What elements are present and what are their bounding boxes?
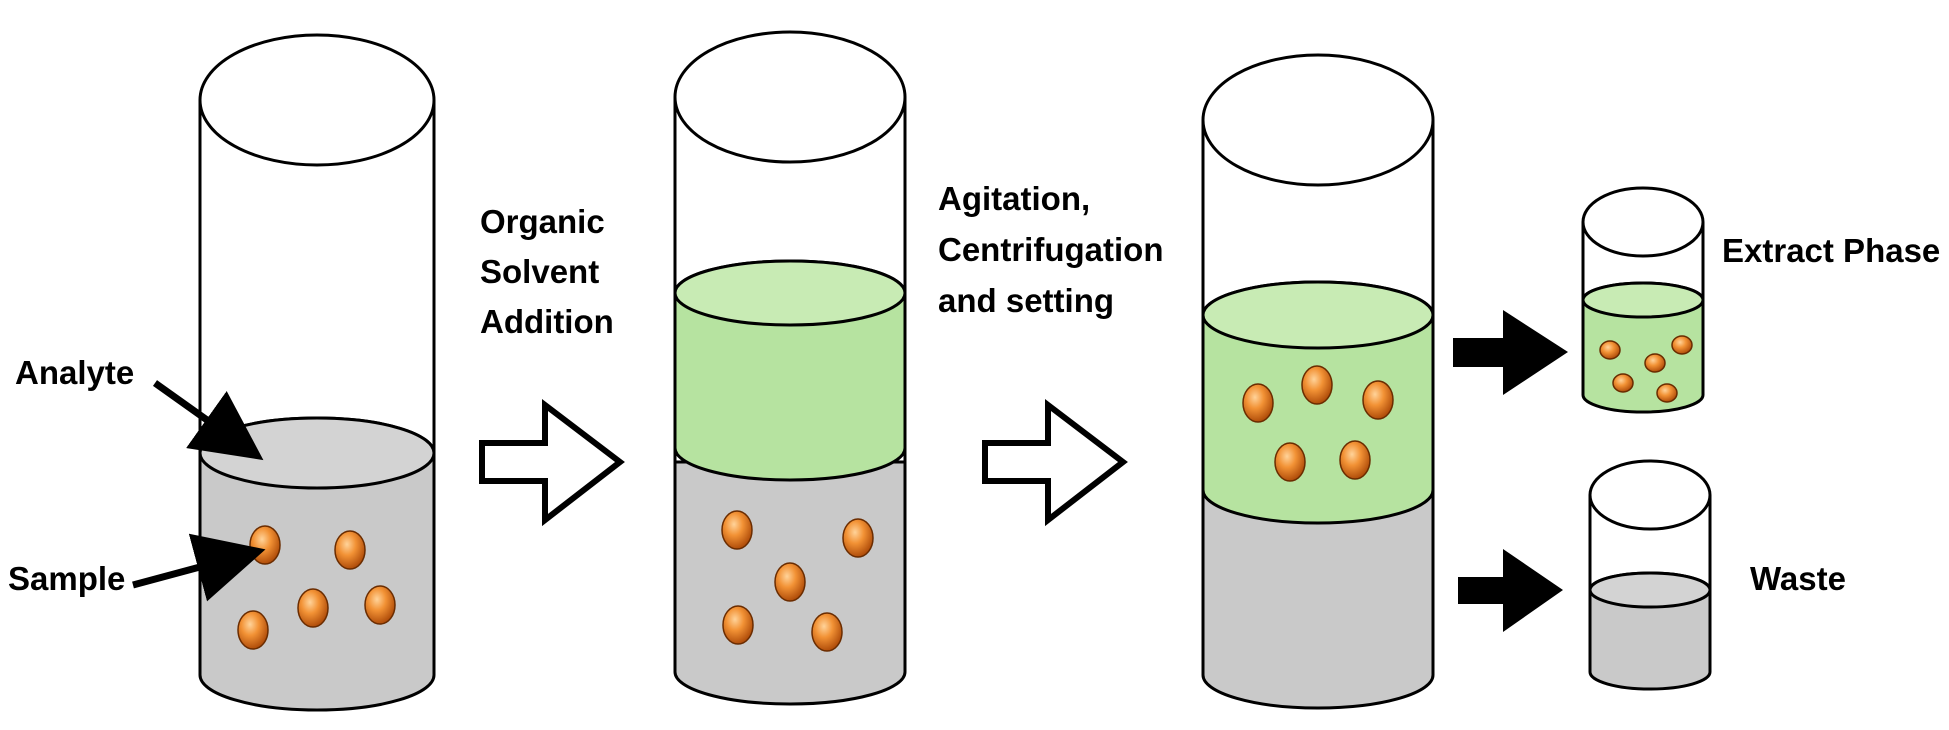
waste-label: Waste xyxy=(1750,560,1846,597)
extract-phase-label: Extract Phase xyxy=(1722,232,1940,269)
tube3-droplets xyxy=(1242,365,1394,482)
droplet xyxy=(1301,365,1333,405)
droplet xyxy=(1339,440,1371,480)
droplet xyxy=(1644,353,1666,373)
step2-line1: Agitation, xyxy=(938,180,1090,217)
step1-line1: Organic xyxy=(480,203,605,240)
step-arrow-icon xyxy=(982,398,1128,527)
droplet xyxy=(237,610,269,650)
step-organic-solvent-addition-label: Organic Solvent Addition xyxy=(480,203,614,340)
droplet xyxy=(364,585,396,625)
droplet xyxy=(249,525,281,565)
tube-sample xyxy=(198,33,436,712)
droplet xyxy=(774,562,806,602)
analyte-pointer-arrow xyxy=(152,380,264,461)
sample-label: Sample xyxy=(8,560,125,597)
droplet xyxy=(842,518,874,558)
droplet xyxy=(1671,335,1693,355)
tube2-droplets xyxy=(721,510,874,652)
analyte-label: Analyte xyxy=(15,354,134,391)
sample-pointer-arrow xyxy=(132,533,266,602)
droplet xyxy=(1612,373,1634,393)
extract-droplets xyxy=(1599,335,1693,403)
solid-arrow-icon xyxy=(1458,549,1563,632)
step-agitation-centrifugation-label: Agitation, Centrifugation and setting xyxy=(938,180,1173,319)
droplet xyxy=(334,530,366,570)
droplet xyxy=(721,510,753,550)
droplet xyxy=(811,612,843,652)
droplet xyxy=(1656,383,1678,403)
solid-arrow-icon xyxy=(1453,310,1568,395)
droplet xyxy=(1242,383,1274,423)
tube-waste xyxy=(1588,459,1712,691)
droplet xyxy=(297,588,329,628)
step2-line3: and setting xyxy=(938,282,1114,319)
droplet xyxy=(1362,380,1394,420)
droplet xyxy=(722,605,754,645)
droplet xyxy=(1599,340,1621,360)
tube-separated xyxy=(1201,53,1435,710)
step2-line2: Centrifugation xyxy=(938,231,1163,268)
step-arrow-icon xyxy=(479,398,625,527)
droplet xyxy=(1274,442,1306,482)
step1-line3: Addition xyxy=(480,303,614,340)
tube-extract-phase xyxy=(1581,186,1705,414)
step1-line2: Solvent xyxy=(480,253,599,290)
tube-solvent-added xyxy=(673,30,907,706)
